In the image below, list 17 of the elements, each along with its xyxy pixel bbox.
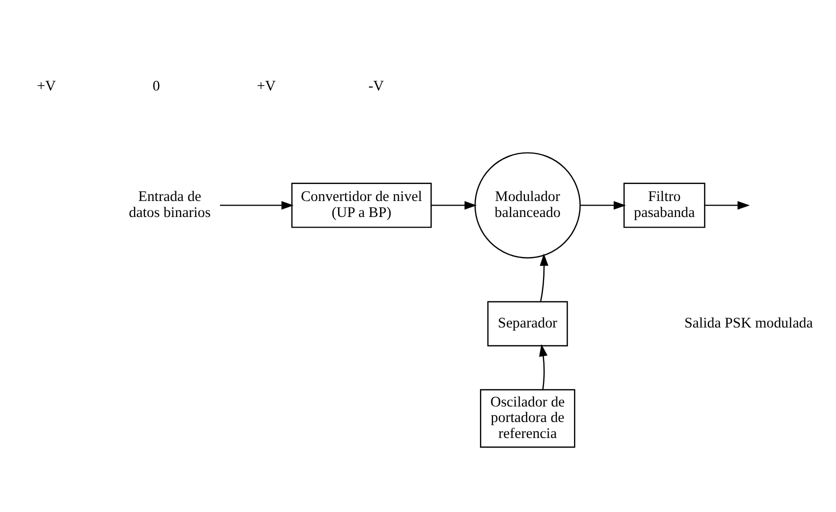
arrow [580, 201, 626, 210]
arrow [539, 344, 548, 390]
arrow [540, 254, 548, 302]
label: +V [256, 78, 276, 95]
arrow [431, 201, 477, 210]
node-box: Convertidor de nivel (UP a BP) [291, 182, 432, 228]
arrow [220, 201, 294, 210]
node-box: Filtro pasabanda [623, 182, 706, 228]
node-circle: Modulador balanceado [474, 152, 581, 258]
node-box: Oscilador de portadora de referencia [480, 389, 576, 448]
arrow [704, 201, 750, 210]
label: -V [368, 78, 384, 95]
label: 0 [152, 78, 160, 95]
label: +V [37, 78, 56, 95]
node-text: Entrada de datos binarios [128, 189, 211, 222]
node-box: Separador [487, 301, 568, 346]
label: Salida PSK modulada [684, 316, 813, 332]
